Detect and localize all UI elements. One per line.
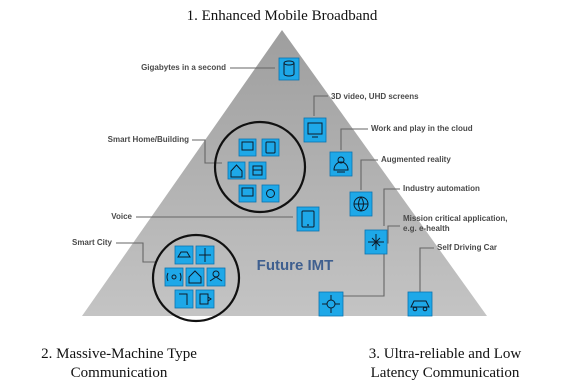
leader-ar xyxy=(360,159,378,190)
callout-gigabytes: Gigabytes in a second xyxy=(141,63,226,72)
callout-mission-line2: e.g. e-health xyxy=(403,224,450,233)
leader-mission-vertical xyxy=(340,252,385,297)
leader-cloud xyxy=(340,128,368,150)
corner-bottom-left-line2: Communication xyxy=(71,365,168,381)
corner-bottom-right-line2: Latency Communication xyxy=(371,365,520,381)
callout-video: 3D video, UHD screens xyxy=(331,92,419,101)
cloud-person-icon xyxy=(329,151,353,177)
industry-arrows-icon xyxy=(364,229,388,255)
globe-icon xyxy=(349,191,373,217)
smart-city-icons xyxy=(151,233,241,323)
callout-smart-city: Smart City xyxy=(72,238,113,247)
callout-smart-home: Smart Home/Building xyxy=(108,135,189,144)
callout-industry: Industry automation xyxy=(403,184,480,193)
smart-home-icons xyxy=(213,120,307,214)
corner-bottom-right-line1: 3. Ultra-reliable and Low xyxy=(369,346,522,362)
callout-self-driving: Self Driving Car xyxy=(437,243,497,252)
callout-voice: Voice xyxy=(111,212,132,221)
monitor-icon xyxy=(303,117,327,143)
leader-smart-city xyxy=(116,242,157,263)
future-imt-label: Future IMT xyxy=(257,257,334,274)
database-icon xyxy=(278,57,300,81)
car-icon xyxy=(407,291,433,317)
callout-mission-line1: Mission critical application, xyxy=(403,214,507,223)
leader-smart-home xyxy=(192,139,222,164)
tablet-icon xyxy=(296,206,320,232)
callout-ar: Augmented reality xyxy=(381,155,451,164)
leader-video xyxy=(313,95,328,116)
corner-top-label: 1. Enhanced Mobile Broadband xyxy=(187,8,378,24)
callout-cloud: Work and play in the cloud xyxy=(371,124,473,133)
leader-self-driving xyxy=(419,247,434,292)
robot-arm-icon xyxy=(318,291,344,317)
corner-bottom-left-line1: 2. Massive-Machine Type xyxy=(41,346,197,362)
leader-industry xyxy=(383,188,400,226)
